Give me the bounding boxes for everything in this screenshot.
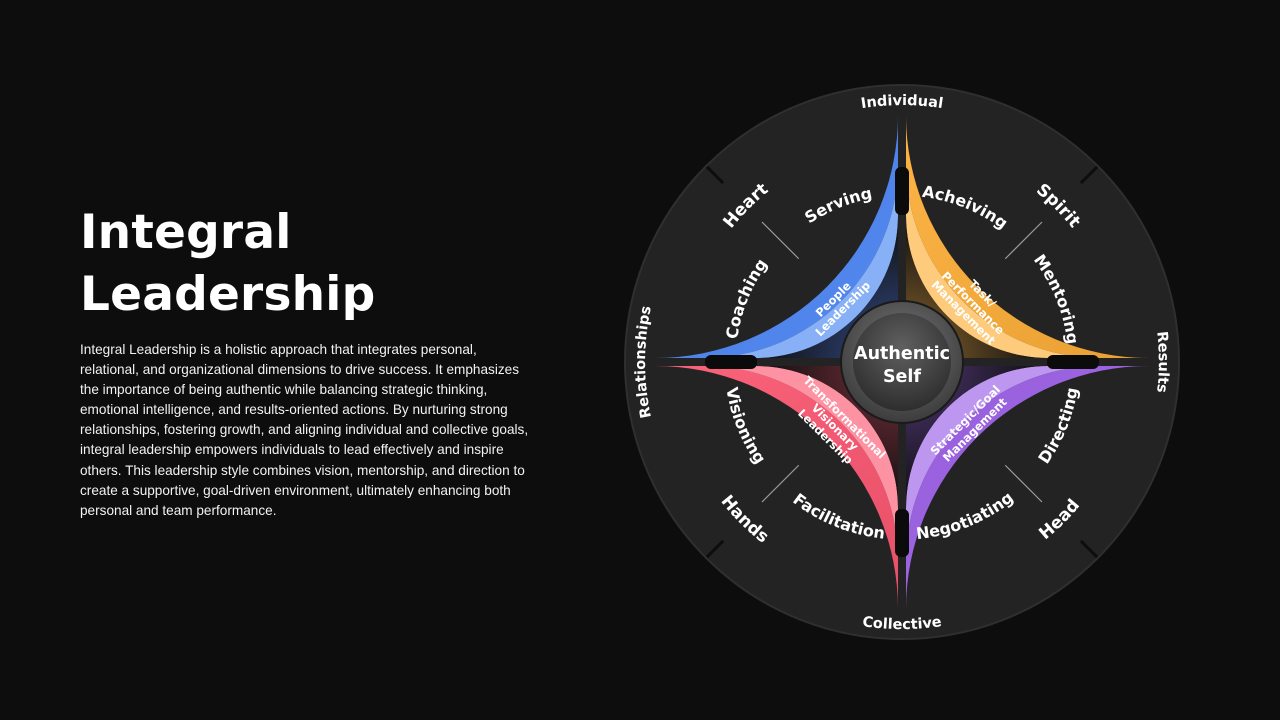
ring-label-right: Results xyxy=(1153,331,1171,394)
middle-divider-3 xyxy=(761,464,800,503)
middle-segment-bottom-left xyxy=(704,366,898,560)
ring-label-left: Relationships xyxy=(633,305,655,420)
page-title: Integral Leadership xyxy=(80,202,538,326)
outer-ring-divider-1 xyxy=(1079,165,1099,185)
middle-divider-4 xyxy=(761,221,800,260)
integral-leadership-wheel: AuthenticSelfIndividualResultsCollective… xyxy=(624,84,1180,640)
outer-ring-divider-2 xyxy=(1079,539,1099,559)
center-label-line-2: Self xyxy=(883,367,921,387)
title-line-2: Leadership xyxy=(80,267,376,322)
axis-tab-left xyxy=(705,355,757,369)
axis-tab-right xyxy=(1047,355,1099,369)
center-label-line-1: Authentic xyxy=(854,344,950,364)
middle-divider-1 xyxy=(1004,221,1043,260)
text-panel: Integral Leadership Integral Leadership … xyxy=(80,202,538,521)
middle-segment-top-right xyxy=(906,164,1100,358)
outer-segment-bottom-left xyxy=(655,366,898,609)
outer-segment-bottom-right xyxy=(906,366,1149,609)
ring-label-right-path-text: Results xyxy=(1153,331,1171,394)
center-hub xyxy=(853,313,951,411)
outer-segment-top-right xyxy=(906,115,1149,358)
axis-tab-bottom xyxy=(895,509,909,557)
outer-ring-divider-3 xyxy=(705,539,725,559)
title-line-1: Integral xyxy=(80,205,292,260)
middle-divider-2 xyxy=(1004,464,1043,503)
outer-ring-divider-4 xyxy=(705,165,725,185)
middle-segment-bottom-right xyxy=(906,366,1100,560)
ring-label-bottom-path-text: Collective xyxy=(861,614,942,633)
ring-label-bottom: Collective xyxy=(861,614,942,633)
middle-segment-top-left xyxy=(704,164,898,358)
axis-tab-top xyxy=(895,167,909,215)
description-paragraph: Integral Leadership is a holistic approa… xyxy=(80,342,529,518)
ring-label-left-path-text: Relationships xyxy=(633,305,655,420)
outer-segment-top-left xyxy=(655,115,898,358)
